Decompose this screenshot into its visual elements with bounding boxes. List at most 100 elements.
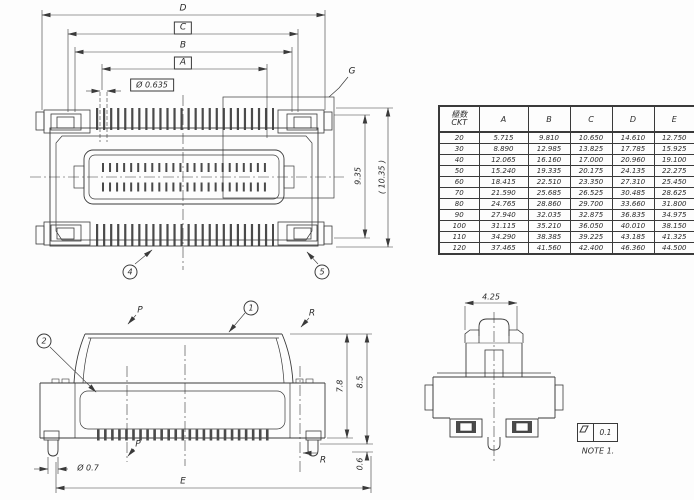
dim-pitch-label: Ø 0.635 [130, 78, 174, 92]
dim-78-label: 7.8 [335, 379, 345, 393]
dim-d-label: D [179, 3, 187, 14]
table-cell: 15.925 [653, 143, 694, 155]
table-cell: 29.700 [569, 198, 613, 210]
header-e: E [653, 105, 694, 133]
header-d: D [611, 105, 655, 133]
table-cell: 44.500 [653, 242, 694, 255]
table-cell: 35.210 [527, 220, 571, 232]
flatness-tolerance-frame: 0.1 [577, 423, 618, 442]
table-cell: 40 [438, 154, 480, 166]
dim-85-label: 8.5 [355, 375, 365, 389]
header-ckt: 極数 CKT [438, 105, 480, 133]
table-cell: 22.275 [653, 165, 694, 177]
table-cell: 41.560 [527, 242, 571, 255]
dim-r-bottom-label: R [319, 455, 327, 466]
table-cell: 19.335 [527, 165, 571, 177]
callout-4: 4 [122, 264, 138, 280]
table-cell: 24.765 [478, 198, 529, 210]
header-ckt-bottom: CKT [451, 118, 468, 127]
table-cell: 10.650 [569, 131, 613, 144]
callout-5: 5 [314, 264, 330, 280]
table-cell: 16.160 [527, 154, 571, 166]
header-ckt-top: 極数 [451, 110, 468, 119]
table-cell: 32.035 [527, 209, 571, 221]
table-cell: 24.135 [611, 165, 655, 177]
table-cell: 30 [438, 143, 480, 155]
dim-p-bottom-label: P [135, 439, 141, 450]
dim-425-label: 4.25 [482, 292, 500, 302]
dim-06-label: 0.6 [355, 457, 365, 471]
table-cell: 20.175 [569, 165, 613, 177]
tolerance-value: 0.1 [599, 428, 612, 437]
table-cell: 5.715 [478, 131, 529, 144]
table-cell: 33.660 [611, 198, 655, 210]
dim-r-top-label: R [308, 308, 316, 319]
table-cell: 12.065 [478, 154, 529, 166]
table-cell: 31.115 [478, 220, 529, 232]
header-c: C [569, 105, 613, 133]
table-cell: 19.100 [653, 154, 694, 166]
table-cell: 41.325 [653, 231, 694, 243]
table-cell: 17.785 [611, 143, 655, 155]
table-cell: 38.385 [527, 231, 571, 243]
dim-g-label: G [348, 66, 356, 77]
callout-2: 2 [36, 333, 52, 349]
table-cell: 12.750 [653, 131, 694, 144]
table-cell: 70 [438, 187, 480, 199]
table-cell: 8.890 [478, 143, 529, 155]
table-cell: 37.465 [478, 242, 529, 255]
table-cell: 30.485 [611, 187, 655, 199]
dim-peg-dia-label: Ø 0.7 [77, 463, 99, 473]
callout-1: 1 [243, 300, 259, 316]
table-cell: 26.525 [569, 187, 613, 199]
dim-b-label: B [179, 40, 187, 51]
table-cell: 27.940 [478, 209, 529, 221]
table-cell: 120 [438, 242, 480, 255]
table-cell: 39.225 [569, 231, 613, 243]
note-label: NOTE 1. [581, 446, 615, 456]
table-cell: 110 [438, 231, 480, 243]
table-cell: 23.350 [569, 176, 613, 188]
flatness-icon [578, 424, 594, 441]
table-cell: 9.810 [527, 131, 571, 144]
dim-c-label: C [173, 21, 193, 35]
table-cell: 14.610 [611, 131, 655, 144]
table-cell: 13.825 [569, 143, 613, 155]
table-cell: 100 [438, 220, 480, 232]
table-cell: 12.985 [527, 143, 571, 155]
table-cell: 15.240 [478, 165, 529, 177]
table-cell: 40.010 [611, 220, 655, 232]
table-cell: 36.835 [611, 209, 655, 221]
table-cell: 27.310 [611, 176, 655, 188]
table-cell: 46.360 [611, 242, 655, 255]
table-cell: 34.975 [653, 209, 694, 221]
table-header-row: 極数 CKT A B C D E [438, 105, 694, 133]
table-cell: 28.625 [653, 187, 694, 199]
header-a: A [478, 105, 529, 133]
header-b: B [527, 105, 571, 133]
table-cell: 25.685 [527, 187, 571, 199]
table-cell: 22.510 [527, 176, 571, 188]
table-cell: 38.150 [653, 220, 694, 232]
table-cell: 31.800 [653, 198, 694, 210]
table-cell: 25.450 [653, 176, 694, 188]
table-cell: 28.860 [527, 198, 571, 210]
table-cell: 21.590 [478, 187, 529, 199]
dim-a-label: A [173, 56, 193, 70]
table-cell: 17.000 [569, 154, 613, 166]
table-cell: 43.185 [611, 231, 655, 243]
dim-1035-label: ( 10.35 ) [377, 159, 387, 195]
dim-e-label: E [180, 476, 186, 487]
table-cell: 42.400 [569, 242, 613, 255]
